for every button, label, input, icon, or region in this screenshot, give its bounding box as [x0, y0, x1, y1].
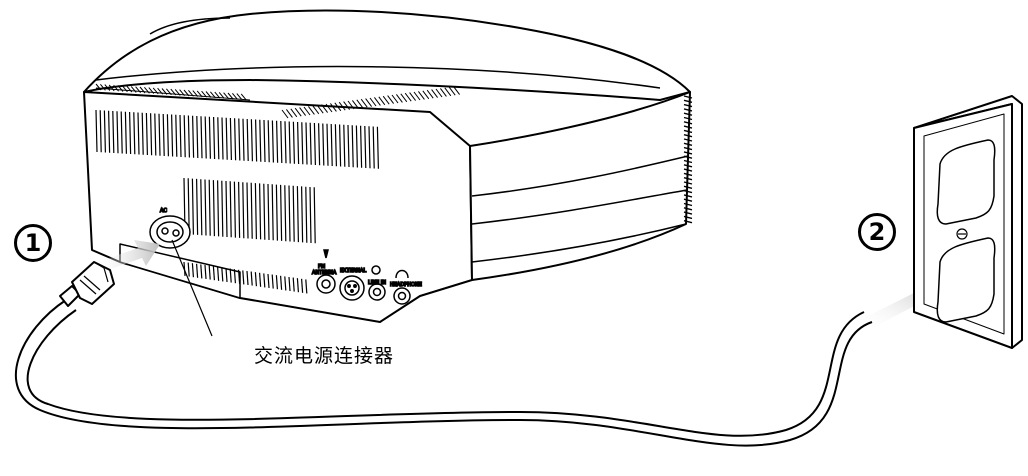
ac-power-connector-label: 交流电源连接器 [254, 345, 395, 367]
rear-grille [95, 109, 379, 294]
power-cord [14, 299, 873, 447]
line-in-jack: LINE IN [367, 265, 387, 301]
connector-panel: FM ANTENNA EXTERNAL LINE IN HEADPHONE [311, 249, 423, 305]
side-edge-ridges [683, 95, 693, 224]
ac-label: AC [160, 208, 167, 214]
power-plug [59, 261, 115, 307]
step-number-2: 2 [858, 213, 896, 251]
headphone-label: HEADPHONE [390, 282, 422, 288]
top-vent-right [281, 86, 461, 119]
fm-label: FM [318, 264, 325, 270]
external-label: EXTERNAL [340, 268, 366, 274]
top-vent-left [95, 83, 251, 101]
ac-power-socket: AC [149, 207, 191, 249]
callout-leader-line [171, 239, 213, 337]
wall-outlet [913, 95, 1023, 349]
external-jack: EXTERNAL [339, 267, 367, 301]
antenna-label: ANTENNA [312, 270, 337, 276]
device-body [83, 9, 691, 323]
fm-antenna-jack: FM ANTENNA [311, 249, 338, 294]
headphone-icon [395, 269, 409, 279]
line-in-label: LINE IN [368, 280, 386, 286]
line-in-icon [371, 265, 381, 275]
step-number-1: 1 [14, 224, 52, 262]
insert-arrow-left [92, 240, 160, 274]
headphone-jack: HEADPHONE [389, 269, 423, 305]
antenna-icon [323, 249, 329, 259]
